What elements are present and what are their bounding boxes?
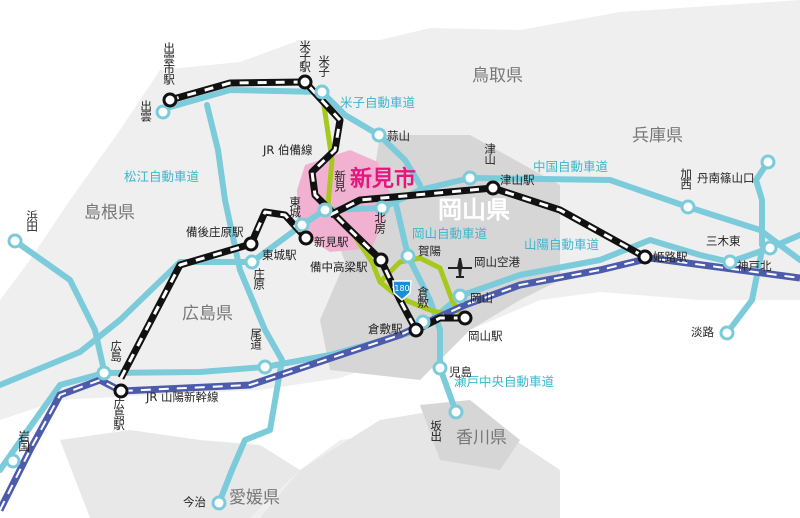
station-bitchu-takahashi: 備中高梁駅	[310, 260, 368, 274]
shinkansen-line	[0, 254, 800, 512]
ic-shobara: 庄原	[252, 268, 267, 289]
station-niimi: 新見駅	[314, 235, 349, 249]
road-yonago: 米子自動車道	[340, 95, 416, 110]
ic-kojima: 児島	[449, 365, 472, 379]
ic-iwakuni: 岩国	[17, 430, 32, 451]
pref-hiroshima: 広島県	[182, 304, 233, 324]
sea-of-japan	[0, 0, 800, 300]
line-hakubi: JR 伯備線	[263, 143, 313, 157]
line-sanyo-shinkansen: JR 山陽新幹線	[146, 390, 219, 404]
ic-tannan-sasayamaguchi: 丹南篠山口	[697, 171, 755, 185]
pref-okayama: 岡山県	[438, 196, 510, 224]
route-number: 180	[394, 284, 409, 293]
ic-yonago: 米子	[317, 55, 332, 76]
road-chugoku: 中国自動車道	[533, 159, 609, 174]
road-matsue: 松江自動車道	[124, 169, 200, 184]
hamada-expressway	[12, 238, 108, 378]
kobe-awaji-expressway	[724, 247, 765, 336]
ic-tojo: 東城	[288, 196, 303, 217]
ic-kayo: 賀陽	[418, 244, 441, 258]
station-hiroshima: 広島駅	[112, 398, 127, 430]
okayama-airport-label: 岡山空港	[474, 255, 520, 269]
ic-kurashiki: 倉敷	[416, 286, 431, 307]
ic-imabari: 今治	[183, 495, 206, 509]
pref-hyogo: 兵庫県	[632, 126, 683, 146]
ic-hokubo: 北房	[373, 212, 388, 233]
station-tojo: 東城駅	[262, 248, 297, 262]
ic-onomichi: 尾道	[249, 328, 264, 349]
pref-kagawa: 香川県	[456, 428, 507, 448]
matsue-expressway	[204, 102, 285, 506]
pref-shimane: 島根県	[84, 203, 135, 223]
ic-awaji: 淡路	[691, 325, 714, 339]
station-izumoshi: 出雲市駅	[162, 42, 177, 84]
station-yonago: 米子駅	[298, 40, 313, 72]
airplane-icon	[448, 258, 472, 278]
station-markers	[113, 74, 653, 399]
niimi-city-area	[297, 150, 392, 252]
road-okayama: 岡山自動車道	[412, 226, 488, 241]
ic-niimi: 新見	[333, 170, 348, 191]
station-okayama: 岡山駅	[468, 329, 503, 343]
ic-izumo: 出雲	[139, 100, 154, 121]
ic-hiroshima: 広島	[109, 340, 124, 361]
yonago-expressway	[157, 87, 423, 188]
station-bingo-shobara: 備後庄原駅	[186, 225, 244, 239]
pref-tottori: 鳥取県	[472, 66, 523, 86]
road-sanyo: 山陽自動車道	[524, 237, 600, 252]
ic-hiruzen: 蒜山	[387, 129, 410, 143]
chugoku-expressway	[0, 175, 800, 388]
route-180-shield-icon: 180	[392, 280, 412, 301]
ic-mikihigashi: 三木東	[706, 234, 741, 248]
interchange-markers	[5, 84, 778, 511]
ic-tsuyama: 津山	[483, 143, 498, 164]
ic-sakaide: 坂出	[429, 420, 444, 441]
station-tsuyama: 津山駅	[500, 173, 535, 187]
green-route	[319, 91, 465, 321]
ic-kobekita: 神戸北	[737, 259, 772, 273]
ic-kasai: 加西	[679, 168, 694, 189]
road-seto-chuo: 瀬戸中央自動車道	[454, 374, 555, 389]
kagawa-prefecture	[420, 400, 520, 470]
station-himeji: 姫路駅	[653, 250, 688, 264]
ic-okayama: 岡山	[470, 291, 493, 305]
pref-ehime: 愛媛県	[229, 488, 280, 508]
maizuru-expressway	[753, 159, 771, 248]
station-kurashiki: 倉敷駅	[368, 322, 403, 336]
city-niimi: 新見市	[350, 167, 417, 192]
ic-hamada: 浜田	[25, 210, 40, 231]
